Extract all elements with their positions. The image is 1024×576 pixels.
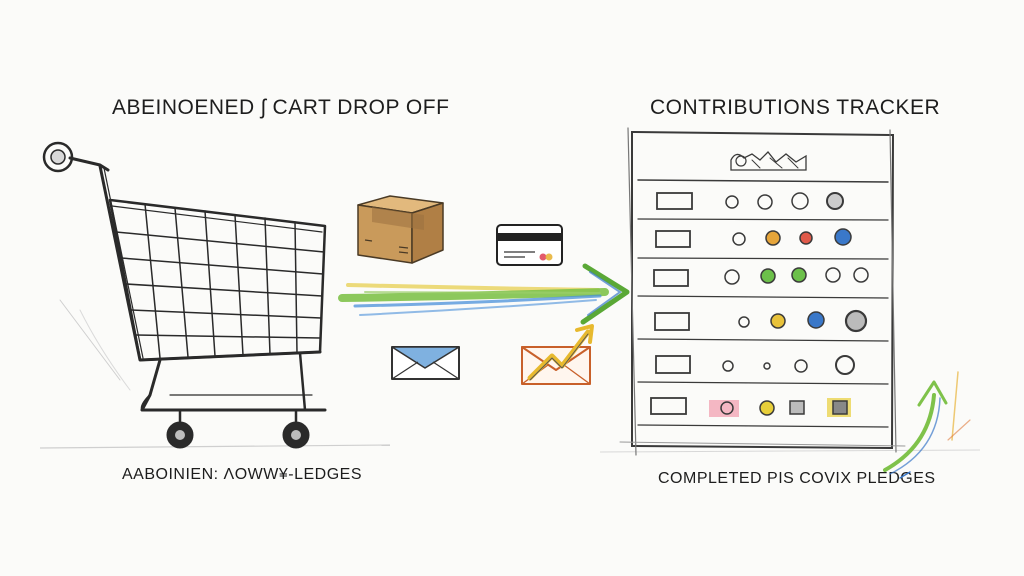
envelope-icon — [391, 346, 460, 380]
credit-card-icon — [496, 224, 563, 266]
tracker-board-icon — [619, 127, 906, 456]
flow-arrow-icon — [338, 263, 630, 325]
abandoned-pledges-caption: AABOINIEN: ΛOWW¥-LEDGES — [122, 466, 362, 483]
cart-drop-off-title: ABEINOENED ʃ CART DROP OFF — [112, 96, 450, 119]
package-box-icon — [357, 195, 444, 264]
shopping-cart-icon — [42, 141, 327, 449]
contributions-tracker-title: CONTRIBUTIONS TRACKER — [650, 96, 941, 119]
completed-pledges-caption: COMPLETED PIS COVIX PLEDGES — [658, 470, 936, 487]
growth-arrow-icon — [883, 371, 971, 479]
envelope-growth-arrow-icon — [521, 324, 594, 385]
